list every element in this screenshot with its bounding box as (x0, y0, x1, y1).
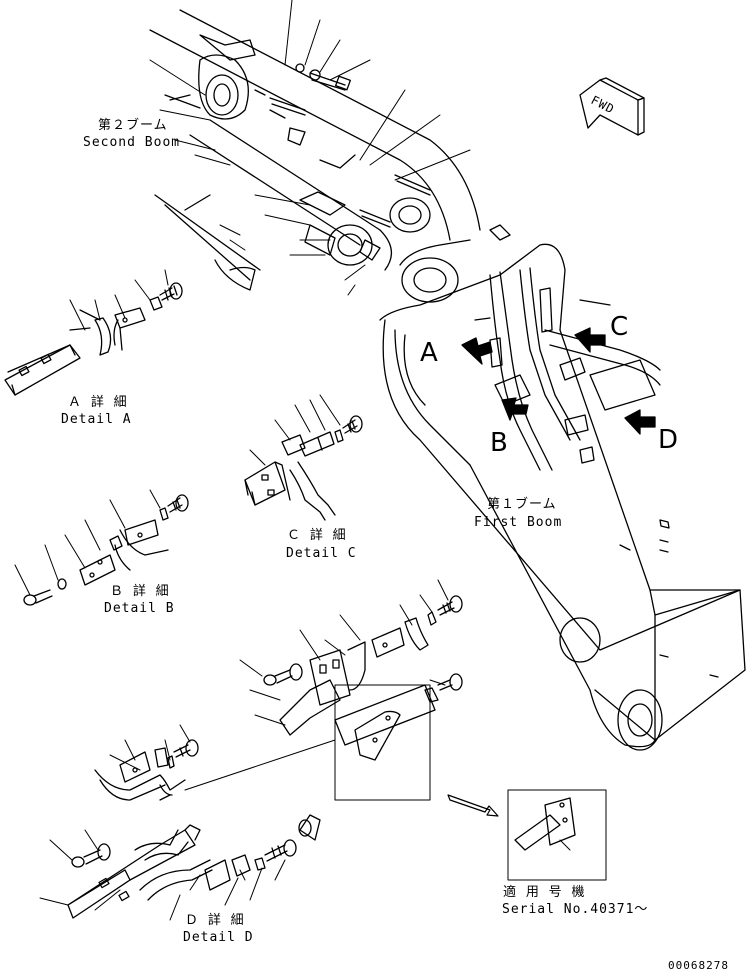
clamp-group-mid (263, 595, 463, 761)
first-boom (379, 224, 746, 751)
detail-a-label-en: Detail A (61, 412, 132, 427)
first-boom-label-jp: 第１ブーム (487, 497, 557, 512)
detail-c-label-en: Detail C (286, 546, 357, 561)
callout-a: A (420, 338, 438, 368)
fwd-arrow (579, 77, 645, 136)
reference-box (334, 684, 431, 801)
detail-b-drawing (23, 494, 189, 606)
detail-b-label-en: Detail B (104, 601, 175, 616)
first-boom-label-en: First Boom (474, 515, 563, 530)
clamp-group-mid-leaders (239, 579, 449, 726)
callout-b: B (490, 428, 508, 458)
detail-c-leaders (249, 394, 341, 466)
serial-label-jp: 適 用 号 機 (503, 885, 586, 900)
hoses (474, 267, 661, 471)
detail-b-label-jp: Ｂ 詳 細 (110, 584, 170, 599)
detail-b-leaders (14, 489, 161, 596)
callout-d: D (658, 425, 679, 455)
drawing-number: 00068278 (668, 959, 729, 971)
arrow-d (624, 409, 656, 435)
second-boom-label-en: Second Boom (83, 135, 181, 150)
detail-d-label-en: Detail D (183, 930, 254, 945)
callout-c: C (610, 312, 629, 342)
second-boom (149, 9, 481, 291)
second-boom-label-jp: 第２ブーム (98, 118, 168, 133)
detail-d-drawing (67, 739, 336, 919)
arrow-b (501, 397, 529, 421)
detail-c-label-jp: Ｃ 詳 細 (287, 528, 347, 543)
arrow-a (461, 337, 493, 365)
detail-a-label-jp: Ａ 詳 細 (68, 395, 128, 410)
serial-label-en: Serial No.40371～ (502, 902, 649, 917)
leader-lines-top (149, 0, 471, 296)
detail-d-label-jp: Ｄ 詳 細 (185, 913, 245, 928)
serial-arrow (447, 794, 499, 817)
detail-a-drawing (4, 282, 183, 396)
detail-a-leaders (69, 269, 169, 331)
detail-d-leaders (39, 724, 286, 921)
arrow-c (574, 327, 606, 353)
detail-c-drawing (244, 415, 363, 521)
serial-inset (507, 789, 607, 881)
callout-arrows (461, 327, 656, 435)
